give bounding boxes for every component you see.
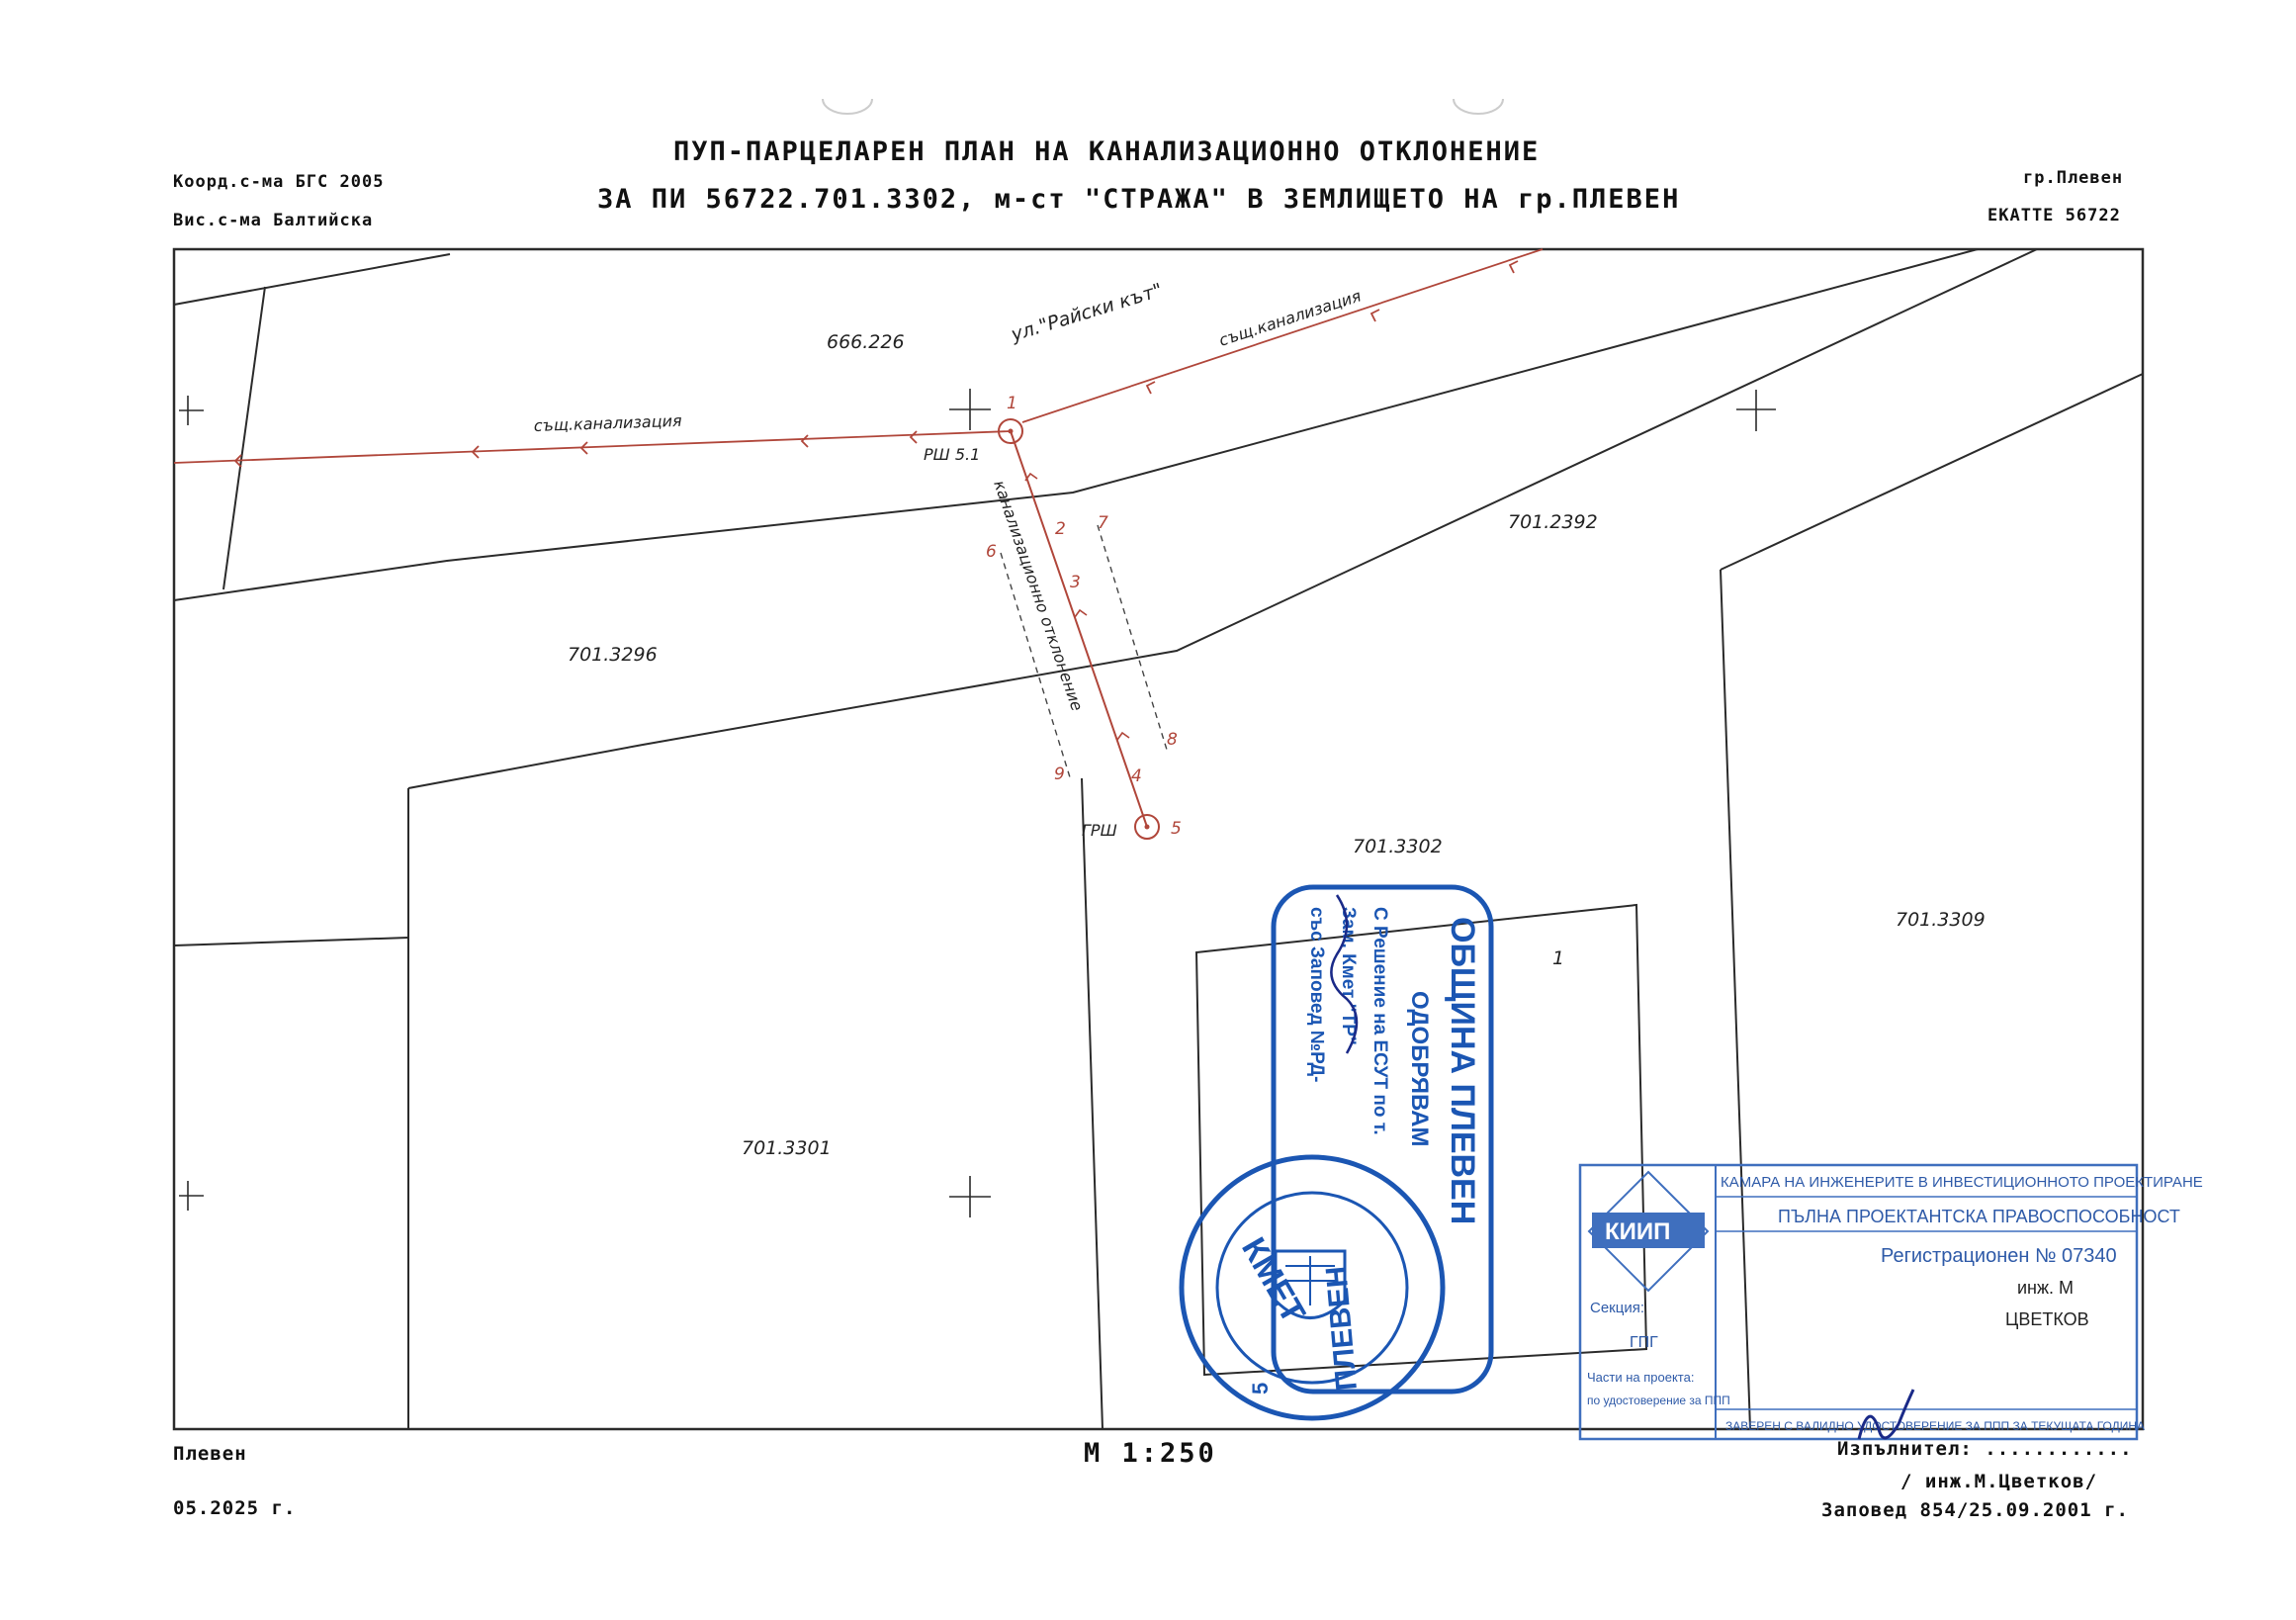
round-seal: КМЕТ ПЛЕВЕН 5	[1179, 1154, 1446, 1421]
grid-cross	[949, 1176, 991, 1217]
footer-engineer: / инж.М.Цветков/	[1900, 1471, 2098, 1492]
kiip-logo-icon	[1587, 1170, 1710, 1293]
map-scale: М 1:250	[1084, 1438, 1217, 1469]
grid-crosses	[179, 389, 1776, 1217]
boundary-line	[173, 937, 409, 946]
boundary-line	[1081, 777, 1104, 1430]
boundary-line	[222, 286, 266, 590]
boundary-line	[173, 253, 451, 306]
stamp-approved: ОДОБРЯВАМ	[1406, 991, 1433, 1147]
stamp-line3: със Заповед №РД-	[1306, 907, 1327, 1082]
sewer-line-northeast	[1021, 248, 1544, 423]
chamber-name2: ЦВЕТКОВ	[2005, 1309, 2089, 1329]
point-label: 9	[1054, 765, 1065, 784]
map-frame	[172, 247, 2145, 1431]
height-system: Вис.с-ма Балтийска	[173, 211, 374, 230]
seal-outer-ring	[1179, 1154, 1446, 1421]
manhole-center	[1144, 824, 1150, 830]
boundary-line	[1720, 373, 2144, 571]
chamber-parts: по удостоверение за ППП	[1587, 1394, 1730, 1407]
chamber-name1: инж. М	[2017, 1278, 2074, 1298]
footer-executor: Изпълнител: ............	[1837, 1438, 2133, 1460]
town-label: гр.Плевен	[2023, 168, 2124, 188]
parcel-701-3302: 701.3302	[1353, 836, 1443, 857]
coord-system: Коорд.с-ма БГС 2005	[173, 172, 385, 192]
punch-mark-right	[1453, 98, 1504, 115]
chamber-capacity: ПЪЛНА ПРОЕКТАНТСКА ПРАВОСПОСОБНОСТ	[1778, 1207, 2180, 1226]
point-label: 8	[1167, 730, 1178, 750]
grid-cross	[179, 1181, 204, 1211]
manhole-rsh-label: РШ 5.1	[924, 445, 980, 464]
flow-arrows	[1145, 260, 1519, 395]
manhole-grsh	[1134, 814, 1160, 840]
grid-cross	[179, 396, 204, 425]
manhole-grsh-label: ГРШ	[1082, 821, 1117, 840]
road-edge-upper	[173, 248, 1979, 601]
parcel-666-226: 666.226	[827, 331, 905, 353]
sewer-label-west: същ.канализация	[533, 411, 682, 435]
road-edge-lower	[407, 248, 2038, 789]
chamber-stamp-border	[1578, 1163, 2139, 1441]
stamp-municipality-name: ОБЩИНА ПЛЕВЕН	[1444, 917, 1481, 1224]
boundary-line	[1720, 569, 1751, 1430]
signature-icon	[1857, 1389, 1915, 1440]
flow-arrows	[1024, 472, 1130, 741]
point-label: 3	[1070, 573, 1081, 592]
sewer-label-northeast: същ.канализация	[1216, 286, 1364, 349]
point-label: 2	[1055, 519, 1066, 539]
flow-arrows	[233, 430, 918, 468]
parcel-701-3296: 701.3296	[568, 644, 658, 666]
seal-city: ПЛЕВЕН	[1320, 1265, 1364, 1392]
parcel-701-2392: 701.2392	[1508, 511, 1598, 533]
point-label: 6	[986, 542, 997, 562]
chamber-section-label: Секция:	[1590, 1300, 1644, 1316]
deviation-line	[1010, 430, 1148, 828]
handwritten-signature-icon	[1330, 894, 1359, 1054]
stamp-line1: С Решение на ЕСУТ по т.	[1369, 907, 1390, 1135]
point-label: 1	[1007, 394, 1017, 413]
footer-date: 05.2025 г.	[173, 1497, 297, 1519]
municipality-stamp: ОБЩИНА ПЛЕВЕН ОДОБРЯВАМ С Решение на ЕСУ…	[1271, 884, 1494, 1395]
kiip-logo-bar	[1592, 1213, 1705, 1248]
chamber-footer: ЗАВЕРЕН С ВАЛИДНО УДОСТОВЕРЕНИЕ ЗА ППП З…	[1725, 1419, 2145, 1433]
parcel-boundaries	[173, 248, 2144, 1430]
point-label: 7	[1098, 513, 1108, 533]
manhole-center	[1008, 428, 1014, 434]
seal-inner-ring	[1215, 1191, 1409, 1385]
building-number: 1	[1552, 947, 1564, 969]
sewer-line-west	[173, 430, 1012, 464]
grid-cross	[1736, 390, 1776, 431]
point-label: 5	[1171, 819, 1182, 839]
seal-number: 5	[1248, 1383, 1273, 1395]
parcel-701-3309: 701.3309	[1896, 909, 1986, 931]
parcel-701-3301: 701.3301	[742, 1137, 832, 1159]
ekatte-code: ЕКАТТЕ 56722	[1987, 206, 2121, 225]
point-label: 4	[1131, 766, 1142, 786]
grid-cross	[949, 389, 991, 430]
kiip-logo-text: КИИП	[1605, 1218, 1670, 1245]
chamber-reg-number: Регистрационен № 07340	[1881, 1245, 2117, 1267]
street-name: ул."Райски кът"	[1008, 279, 1165, 346]
existing-sewer	[173, 248, 1544, 468]
chamber-section: ГПГ	[1630, 1334, 1658, 1351]
sewer-deviation	[998, 418, 1168, 840]
plan-title-line1: ПУП-ПАРЦЕЛАРЕН ПЛАН НА КАНАЛИЗАЦИОННО ОТ…	[673, 136, 1541, 167]
plan-title-line2: ЗА ПИ 56722.701.3302, м-ст "СТРАЖА" В ЗЕ…	[597, 184, 1681, 215]
chamber-parts-label: Части на проекта:	[1587, 1370, 1694, 1385]
chamber-header: КАМАРА НА ИНЖЕНЕРИТЕ В ИНВЕСТИЦИОННОТО П…	[1721, 1174, 2203, 1191]
manhole-rsh	[998, 418, 1023, 444]
punch-mark-left	[822, 98, 873, 115]
stamp-border	[1271, 884, 1494, 1395]
footer-place: Плевен	[173, 1443, 247, 1465]
chamber-stamp: КИИП КАМАРА НА ИНЖЕНЕРИТЕ В ИНВЕСТИЦИОНН…	[1578, 1163, 2203, 1441]
coat-of-arms-detail	[1285, 1256, 1335, 1305]
coat-of-arms-icon	[1274, 1249, 1347, 1319]
footer-order: Заповед 854/25.09.2001 г.	[1821, 1499, 2129, 1521]
